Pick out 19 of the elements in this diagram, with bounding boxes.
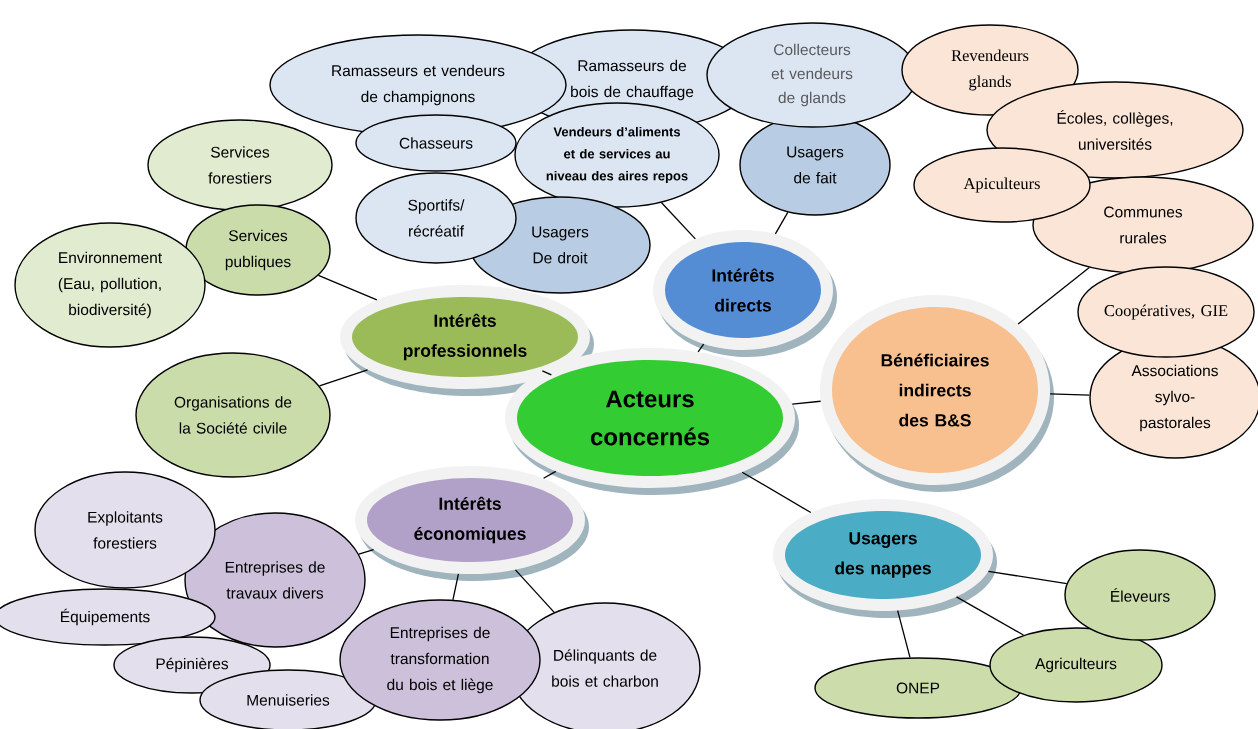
connector-line: [774, 211, 789, 235]
connector-line: [741, 471, 812, 514]
connector-line: [955, 596, 1025, 636]
connector-line: [897, 610, 911, 659]
connector-line: [987, 570, 1068, 585]
connector-line: [1049, 393, 1091, 396]
connector-line: [317, 274, 378, 301]
connector-line: [541, 370, 552, 376]
connector-line: [791, 400, 822, 405]
connector-line: [452, 573, 460, 601]
connector-line: [318, 369, 369, 387]
connector-line: [697, 343, 705, 353]
node-label: Associations sylvo-pastorales: [1131, 364, 1218, 432]
node-label: ONEP: [896, 682, 940, 694]
connector-line: [1017, 266, 1090, 325]
connector-line: [514, 569, 555, 613]
connector-line: [542, 470, 557, 479]
connector-line: [358, 549, 375, 555]
connector-line: [660, 201, 696, 240]
